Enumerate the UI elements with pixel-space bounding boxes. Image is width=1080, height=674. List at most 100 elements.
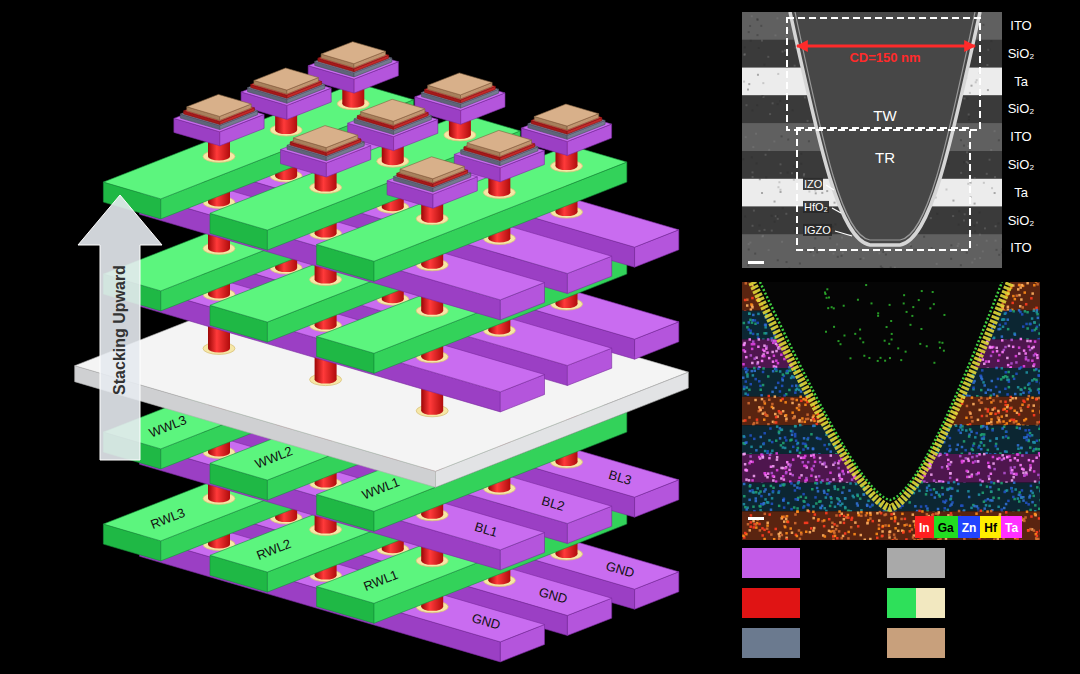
tem-grain [813, 254, 815, 256]
eds-dot [1004, 346, 1007, 349]
eds-dot [1033, 354, 1036, 357]
eds-dot [1029, 323, 1032, 326]
eds-dot [1007, 328, 1010, 331]
tem-grain [751, 109, 753, 111]
eds-dot [750, 354, 753, 357]
tem-grain [960, 172, 962, 174]
tem-grain [749, 25, 751, 27]
tem-grain [767, 56, 769, 58]
eds-dot [1007, 364, 1010, 367]
tem-grain [780, 191, 782, 193]
tem-grain [803, 173, 805, 175]
eds-dot [761, 360, 764, 363]
eds-dot [1033, 321, 1036, 324]
tem-grain [746, 104, 748, 106]
eds-dot [783, 358, 786, 361]
tem-grain [976, 244, 978, 246]
eds-dot [751, 306, 754, 309]
eds-dot [752, 314, 755, 317]
eds-dot [1018, 309, 1021, 312]
tem-grain [950, 258, 952, 260]
pillar-base [342, 100, 364, 108]
tem-grain [756, 162, 758, 164]
eds-dot [1017, 288, 1020, 291]
cap-layer [400, 157, 464, 183]
eds-dot [1021, 284, 1024, 287]
tem-grain [832, 226, 834, 228]
tem-grain [743, 54, 745, 56]
tem-grain [880, 266, 882, 268]
tem-grain [821, 192, 823, 194]
tem-grain [894, 267, 896, 268]
eds-dot [754, 319, 757, 322]
tem-grain [963, 161, 965, 163]
tem-grain [808, 191, 810, 193]
pillar-base [488, 576, 510, 584]
pillar-base [208, 344, 230, 352]
tem-grain [742, 158, 744, 160]
pillar-base [315, 230, 337, 238]
eds-dot [1035, 307, 1038, 310]
pillar-base [208, 448, 230, 456]
tem-grain [986, 64, 988, 66]
tem-grain [967, 183, 969, 185]
pillar-base [421, 603, 443, 611]
eds-dot [1004, 312, 1007, 315]
eds-dot [1029, 340, 1032, 343]
tem-grain [753, 210, 755, 212]
tem-grain [837, 256, 839, 258]
tem-grain [958, 210, 960, 212]
tem-grain [816, 251, 818, 253]
tem-grain [768, 249, 770, 251]
tem-grain [808, 140, 810, 142]
eds-dot [988, 360, 991, 363]
tem-grain [979, 257, 981, 259]
tem-grain [976, 79, 978, 81]
leader-line [832, 208, 841, 213]
cap-layer-top [400, 157, 464, 179]
tem-grain [863, 257, 865, 259]
leader-line [835, 231, 852, 236]
eds-dot [1010, 362, 1013, 365]
tem-grain [990, 40, 992, 42]
tem-grain [963, 219, 965, 221]
tem-grain [799, 262, 801, 264]
tem-grain [759, 178, 761, 180]
tem-grain [966, 161, 968, 163]
tem-grain [814, 237, 816, 239]
pillar-base [421, 353, 443, 361]
eds-dot [750, 303, 753, 306]
tem-grain [751, 15, 753, 17]
tem-grain [744, 215, 746, 217]
tem-grain [800, 163, 802, 165]
tem-grain [772, 102, 774, 104]
eds-dot [746, 298, 749, 301]
eds-dot [1018, 352, 1021, 355]
tem-grain [976, 222, 978, 224]
eds-dot [771, 339, 774, 342]
eds-dot [748, 312, 751, 315]
tem-grain [966, 97, 968, 99]
eds-dot [1036, 354, 1039, 357]
eds-dot [775, 343, 778, 346]
eds-dot [751, 343, 754, 346]
tem-grain [771, 215, 773, 217]
eds-dot [1015, 361, 1018, 364]
eds-dot [995, 347, 998, 350]
tem-grain [752, 176, 754, 178]
eds-dot [1019, 305, 1022, 308]
eds-dot [746, 304, 749, 307]
tem-grain [793, 179, 795, 181]
cap-layer-top [321, 42, 385, 64]
eds-dot [1031, 292, 1034, 295]
eds-dot [1033, 284, 1036, 287]
cap-layer-top [534, 104, 598, 126]
eds-dot [749, 319, 752, 322]
tem-grain [960, 139, 962, 141]
eds-dot [765, 347, 768, 350]
eds-dot [1025, 356, 1028, 359]
eds-dot [998, 354, 1001, 357]
eds-dot [748, 321, 751, 324]
tem-grain [762, 82, 764, 84]
tem-grain [982, 24, 984, 26]
